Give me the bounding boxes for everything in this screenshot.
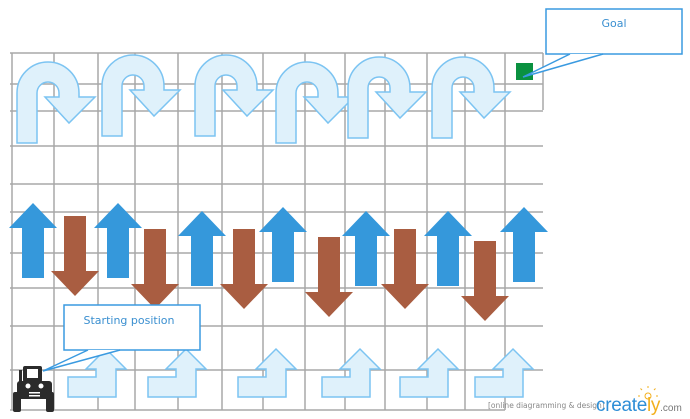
down-arrow-icon xyxy=(381,229,429,309)
goal-callout: Goal xyxy=(522,8,683,78)
uturn-arrow-icon xyxy=(16,61,96,144)
uturn-arrow-icon xyxy=(431,56,511,139)
brand-y: ly xyxy=(647,395,661,416)
up-arrow-icon xyxy=(500,207,548,282)
uturn-arrow-icon xyxy=(275,61,355,144)
l-turn-arrow-icon xyxy=(399,348,459,398)
brand-suffix: .com xyxy=(660,403,682,414)
l-turn-arrows xyxy=(67,348,534,398)
start-callout-text: Starting position xyxy=(84,314,175,327)
l-turn-arrow-icon xyxy=(147,348,207,398)
uturn-arrow-icon xyxy=(347,56,427,139)
down-arrow-icon xyxy=(131,229,179,309)
down-arrow-icon xyxy=(220,229,268,309)
start-callout: Starting position xyxy=(42,304,201,372)
up-arrow-icon xyxy=(259,207,307,282)
l-turn-arrow-icon xyxy=(237,348,297,398)
up-arrow-icon xyxy=(342,211,390,286)
goal-marker xyxy=(516,63,533,80)
bulb-icon xyxy=(638,386,658,400)
l-turn-arrow-icon xyxy=(474,348,534,398)
watermark-tagline: [online diagramming & design] xyxy=(488,401,605,410)
uturn-arrow-icon xyxy=(101,54,181,137)
tractor-icon xyxy=(13,366,54,412)
down-arrow-icon xyxy=(305,237,353,317)
down-arrow-icon xyxy=(51,216,99,296)
creately-logo[interactable]: creately.com xyxy=(596,395,682,417)
up-arrow-icon xyxy=(9,203,57,278)
l-turn-arrow-icon xyxy=(321,348,381,398)
up-arrow-icon xyxy=(178,211,226,286)
goal-callout-text: Goal xyxy=(601,17,626,30)
brand-main: create xyxy=(596,395,648,416)
uturn-arrow-icon xyxy=(194,54,274,137)
